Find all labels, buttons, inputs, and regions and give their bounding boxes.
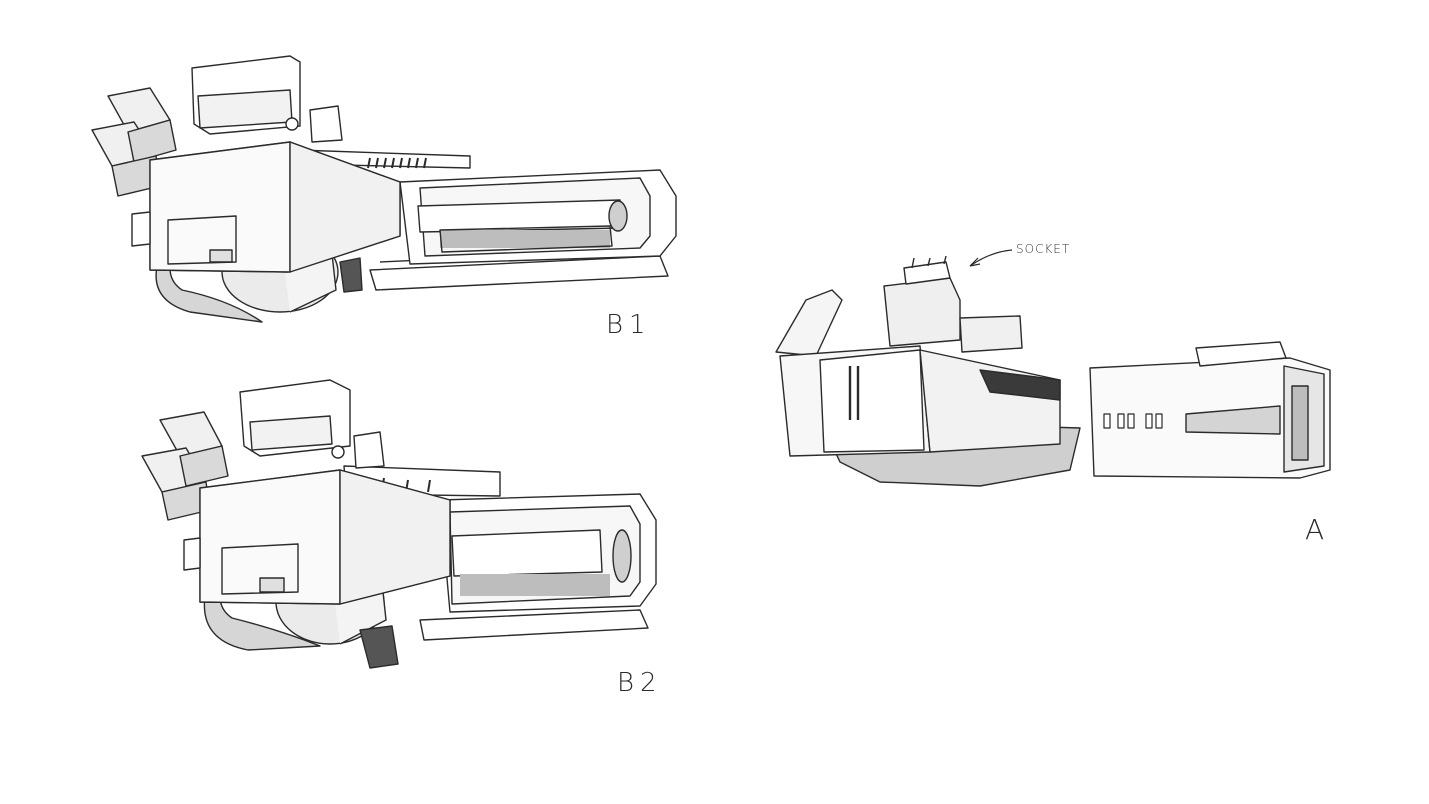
label-b1: B1 xyxy=(606,310,652,340)
sketch-b2-weapon xyxy=(141,379,657,669)
sketch-b1-weapon xyxy=(91,55,677,323)
sketch-a-weapon xyxy=(775,249,1331,487)
label-b2: B2 xyxy=(617,668,663,698)
label-socket: SOCKET xyxy=(1016,242,1071,256)
label-a: A xyxy=(1305,513,1325,546)
